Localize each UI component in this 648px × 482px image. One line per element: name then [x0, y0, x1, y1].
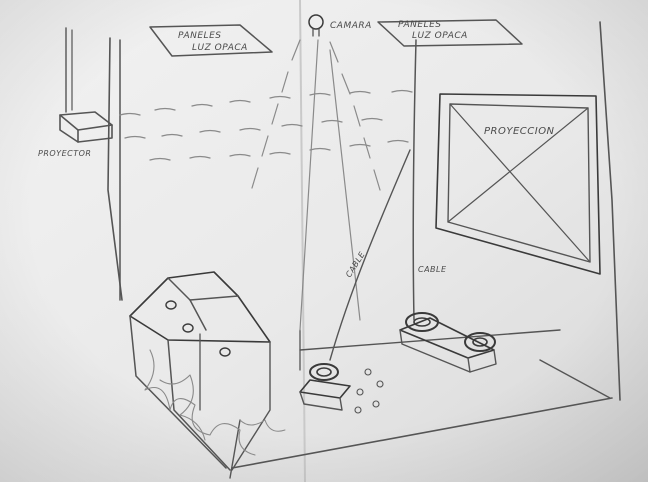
cable-right-label: CABLE: [418, 265, 447, 274]
panel-right-label-line2: LUZ OPACA: [412, 31, 468, 41]
panel-left-label-line1: PANELES: [178, 31, 221, 41]
panel-left-label-line2: LUZ OPACA: [192, 43, 248, 53]
panel-right-label-line1: PANELES: [398, 20, 441, 30]
camera-label: CAMARA: [330, 21, 372, 31]
projection-label: PROYECCION: [484, 126, 555, 137]
projector-label: PROYECTOR: [38, 149, 91, 158]
